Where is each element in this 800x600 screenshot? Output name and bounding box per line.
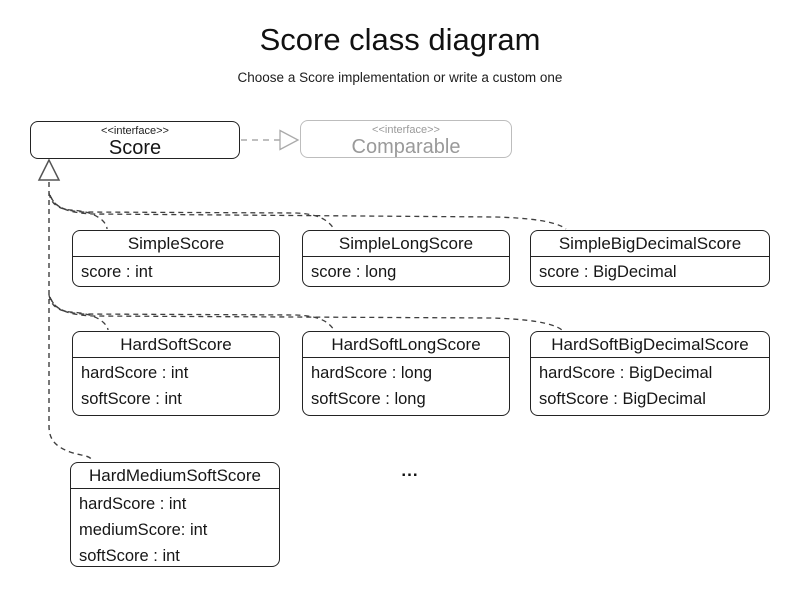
class-attributes: score : int [73, 256, 279, 285]
class-name: HardSoftLongScore [331, 335, 481, 354]
realization-edge-hardmediumsoftscore [48, 182, 93, 462]
interface-comparable: <<interface>> Comparable [300, 120, 512, 158]
class-simplebigdecimalscore: SimpleBigDecimalScore score : BigDecimal [530, 230, 770, 287]
realization-edge-hardsoftscore [48, 294, 109, 331]
attribute: softScore : int [79, 547, 180, 565]
realization-arrowhead-score [37, 158, 61, 181]
class-simplelongscore: SimpleLongScore score : long [302, 230, 510, 287]
attribute: hardScore : long [311, 364, 433, 382]
class-name: SimpleBigDecimalScore [558, 234, 742, 253]
interface-score-stereotype: <<interface>> [101, 125, 169, 137]
class-attributes: score : BigDecimal [531, 256, 769, 285]
attribute: softScore : long [311, 390, 426, 408]
attribute: hardScore : BigDecimal [539, 364, 713, 382]
class-attributes: hardScore : long softScore : long [303, 357, 509, 412]
class-attributes: hardScore : int softScore : int [73, 357, 279, 412]
more-implementations-ellipsis: ... [401, 461, 419, 480]
class-attributes: score : long [303, 256, 509, 285]
attribute: softScore : BigDecimal [539, 390, 706, 408]
attribute: hardScore : int [81, 364, 189, 382]
realization-edge-hardsoftlongscore [49, 296, 335, 331]
class-attributes: hardScore : int mediumScore: int softSco… [71, 488, 279, 569]
page-title: Score class diagram [259, 22, 541, 57]
class-hardsoftlongscore: HardSoftLongScore hardScore : long softS… [302, 331, 510, 416]
realization-edge-simplescore [48, 192, 108, 230]
realization-edge-hardsoftbigdecimalscore [50, 298, 563, 331]
class-hardsoftscore: HardSoftScore hardScore : int softScore … [72, 331, 280, 416]
interface-score: <<interface>> Score [30, 121, 240, 159]
class-name: HardSoftScore [120, 335, 232, 354]
attribute: score : BigDecimal [539, 263, 677, 281]
class-name: HardSoftBigDecimalScore [551, 335, 749, 354]
interface-score-name: Score [108, 137, 162, 159]
class-name: SimpleLongScore [338, 234, 474, 253]
extends-arrowhead-comparable [279, 129, 300, 151]
interface-comparable-stereotype: <<interface>> [372, 124, 440, 136]
realization-edge-simplebigdecimalscore [50, 196, 567, 230]
attribute: mediumScore: int [79, 521, 208, 539]
interface-comparable-name: Comparable [351, 136, 461, 158]
attribute: score : int [81, 263, 153, 281]
class-name: HardMediumSoftScore [89, 466, 261, 485]
class-hardmediumsoftscore: HardMediumSoftScore hardScore : int medi… [70, 462, 280, 567]
attribute: score : long [311, 263, 397, 281]
realization-edge-simplelongscore [49, 194, 335, 230]
class-attributes: hardScore : BigDecimal softScore : BigDe… [531, 357, 769, 412]
class-name: SimpleScore [127, 234, 225, 253]
class-simplescore: SimpleScore score : int [72, 230, 280, 287]
class-hardsoftbigdecimalscore: HardSoftBigDecimalScore hardScore : BigD… [530, 331, 770, 416]
page-subtitle: Choose a Score implementation or write a… [237, 70, 563, 85]
attribute: hardScore : int [79, 495, 187, 513]
attribute: softScore : int [81, 390, 182, 408]
